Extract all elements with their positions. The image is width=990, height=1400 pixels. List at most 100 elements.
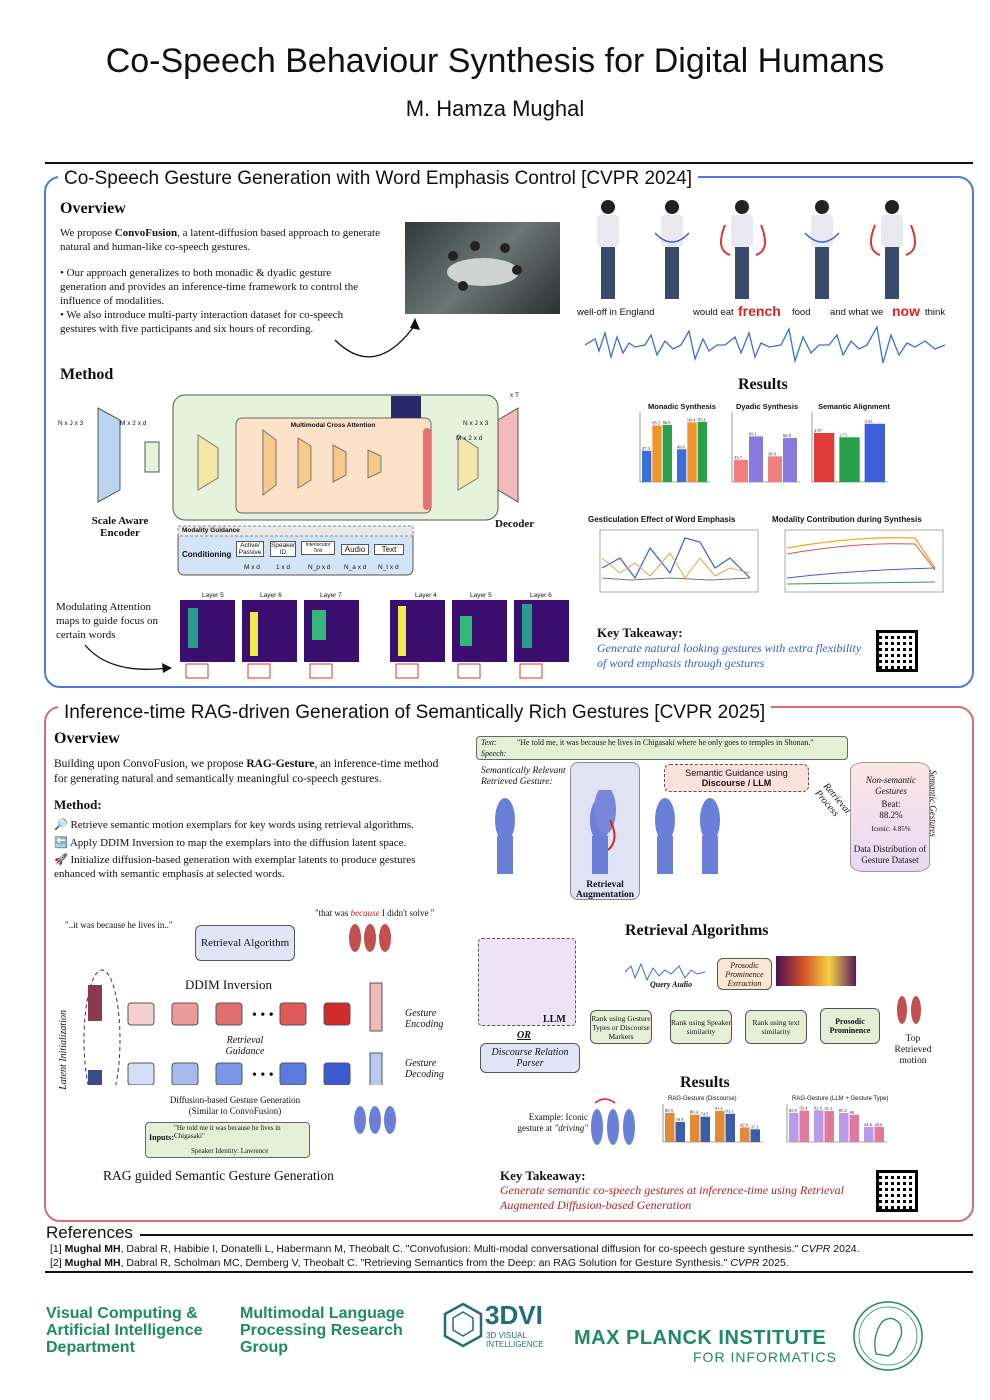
bar-0-1-1 bbox=[687, 422, 697, 482]
panel2-takeaway: Generate semantic co-speech gestures at … bbox=[500, 1183, 844, 1212]
bar-3-0-1 bbox=[675, 1121, 685, 1142]
method-diagram: N x J x 3 N x J x 3 M x 2 x d M x 2 x d … bbox=[58, 390, 533, 580]
svg-text:• • •: • • • bbox=[252, 1068, 274, 1083]
prosody-spectrogram bbox=[776, 956, 856, 986]
modulating-text: Modulating Attention maps to guide focus… bbox=[56, 601, 159, 641]
diffusion-gen-label: Diffusion-based Gesture Generation (Simi… bbox=[169, 1095, 301, 1116]
panel1-bullet1: • Our approach generalizes to both monad… bbox=[60, 267, 359, 307]
bar-label-4-3-0: 44.6 bbox=[864, 1122, 873, 1127]
bar-label-1-1-1: 66.8 bbox=[783, 433, 792, 438]
bar-1-1-0 bbox=[768, 456, 782, 482]
ddim-diagram: • • • • • • bbox=[83, 969, 383, 1085]
dataset-photo bbox=[405, 222, 560, 314]
qr-code-2[interactable] bbox=[876, 1170, 918, 1212]
bar-2-0-0 bbox=[814, 432, 835, 482]
line-chart-title-2: Modality Contribution during Synthesis bbox=[772, 515, 922, 524]
cond-dim-3: N_a x d bbox=[344, 564, 367, 571]
example-label: Example: Iconic gesture at "driving" bbox=[517, 1112, 588, 1133]
modality-line-chart bbox=[784, 529, 944, 593]
bar-2-2-0 bbox=[864, 423, 885, 482]
modality-guidance-label: Modality Guidance bbox=[182, 527, 240, 534]
chart-title-semantic: Semantic Alignment bbox=[818, 402, 890, 411]
bar-2-1-0 bbox=[839, 437, 860, 482]
rag-quote-1: "..it was because he lives in.." bbox=[65, 920, 173, 930]
speech-words: well-off in England would eat french foo… bbox=[577, 303, 946, 319]
rank-gesture-types-box: Rank using Gesture Types or Discourse Ma… bbox=[590, 1010, 652, 1044]
panel1-bullet2: • We also introduce multi-party interact… bbox=[60, 309, 344, 335]
bar-label-0-1-2: 91.2 bbox=[698, 417, 706, 422]
bar-0-0-0 bbox=[642, 450, 652, 482]
bar-4-2-0 bbox=[839, 1113, 849, 1142]
rag-quote-2: "that was because I didn't solve " bbox=[315, 908, 435, 918]
attention-heatmaps: Layer 5 Layer 6 Layer 7 Layer 4 Layer 5 … bbox=[180, 592, 570, 682]
bar-label-2-1-0: 2.71 bbox=[839, 432, 847, 437]
qr-code-1[interactable] bbox=[876, 630, 918, 672]
llm-prompt-box bbox=[478, 938, 576, 1026]
dims-output: N x J x 3 bbox=[463, 420, 489, 427]
modulating-arrow bbox=[84, 644, 172, 673]
dims-input: N x J x 3 bbox=[58, 420, 84, 427]
bar-label-3-2-0: 91.1 bbox=[715, 1106, 723, 1111]
poster-title: Co-Speech Behaviour Synthesis for Digita… bbox=[105, 42, 885, 80]
speech-waveform bbox=[585, 325, 945, 364]
or-label: OR bbox=[517, 1030, 531, 1041]
cond-dim-4: N_t x d bbox=[378, 564, 399, 571]
panel1-overview-text: We propose ConvoFusion, a latent-diffusi… bbox=[60, 227, 380, 253]
bar-4-3-0 bbox=[864, 1126, 874, 1142]
minerva-logo-icon bbox=[853, 1301, 923, 1371]
bar-1-0-0 bbox=[734, 459, 748, 482]
panel2-title: Inference-time RAG-driven Generation of … bbox=[58, 702, 772, 724]
bar-3-1-0 bbox=[690, 1114, 700, 1142]
bar-3-2-0 bbox=[715, 1111, 725, 1142]
bar-label-4-0-1: 92.4 bbox=[800, 1106, 809, 1111]
rank-text-similarity-box: Rank using text similarity bbox=[745, 1010, 807, 1044]
cond-dim-2: N_p x d bbox=[308, 564, 331, 571]
bar-0-1-2 bbox=[697, 421, 707, 482]
mpi-subtitle: FOR INFORMATICS bbox=[693, 1349, 837, 1365]
cond-speaker-id: Speaker ID bbox=[270, 541, 296, 557]
bar-label-3-3-1: 37.3 bbox=[751, 1124, 760, 1129]
mca-label: Multimodal Cross Attention bbox=[290, 422, 376, 429]
bar-4-2-1 bbox=[849, 1114, 859, 1142]
reference-1: [1] Mughal MH, Dabral R, Habibie I, Dona… bbox=[50, 1243, 860, 1255]
header-divider bbox=[45, 162, 973, 164]
bar-1-1-1 bbox=[783, 437, 797, 482]
decoder-label: Decoder bbox=[495, 518, 535, 530]
rag-bar-title-1: RAG-Gesture (Discourse) bbox=[668, 1096, 737, 1102]
panel2-results-heading: Results bbox=[680, 1074, 730, 1091]
svg-text:• • •: • • • bbox=[252, 1008, 274, 1023]
gesticulation-line-chart bbox=[599, 529, 759, 593]
bar-0-0-1 bbox=[652, 425, 662, 482]
bar-3-3-1 bbox=[750, 1129, 760, 1142]
encoder-label: Scale Aware Encoder bbox=[91, 515, 149, 539]
bar-label-3-0-1: 58.9 bbox=[676, 1117, 685, 1122]
method-step2: 🔙 Apply DDIM Inversion to map the exempl… bbox=[54, 837, 407, 849]
retrieved-avatars bbox=[495, 790, 720, 874]
dims-latent-out: M x 2 x d bbox=[456, 435, 483, 442]
panel1-overview-heading: Overview bbox=[60, 200, 126, 217]
query-audio-wave bbox=[625, 962, 706, 982]
panel1-results-heading: Results bbox=[738, 376, 788, 393]
bar-3-1-1 bbox=[700, 1116, 710, 1142]
rag-avatars bbox=[349, 924, 396, 1134]
bar-1-0-1 bbox=[749, 436, 763, 482]
bar-label-4-0-0: 85.9 bbox=[789, 1108, 798, 1113]
bar-label-3-1-1: 74.5 bbox=[701, 1112, 710, 1117]
bar-label-3-0-0: 85.9 bbox=[665, 1108, 674, 1113]
bar-label-1-0-1: 69.1 bbox=[749, 431, 757, 436]
panel1-method-heading: Method bbox=[60, 366, 114, 383]
speech-bar: Text: Speech: "He told me, it was becaus… bbox=[476, 736, 848, 760]
method-step1: 🔎 Retrieve semantic motion exemplars for… bbox=[54, 819, 414, 831]
rag-caption: RAG guided Semantic Gesture Generation bbox=[103, 1168, 334, 1183]
bar-3-3-0 bbox=[740, 1127, 750, 1142]
chart-title-monadic: Monadic Synthesis bbox=[648, 402, 716, 411]
gesture-sequence bbox=[575, 195, 950, 303]
top-retrieved-avatars bbox=[897, 996, 921, 1024]
example-avatars bbox=[591, 1098, 635, 1145]
cond-audio: Audio bbox=[341, 544, 369, 555]
panel1-title: Co-Speech Gesture Generation with Word E… bbox=[58, 168, 699, 190]
